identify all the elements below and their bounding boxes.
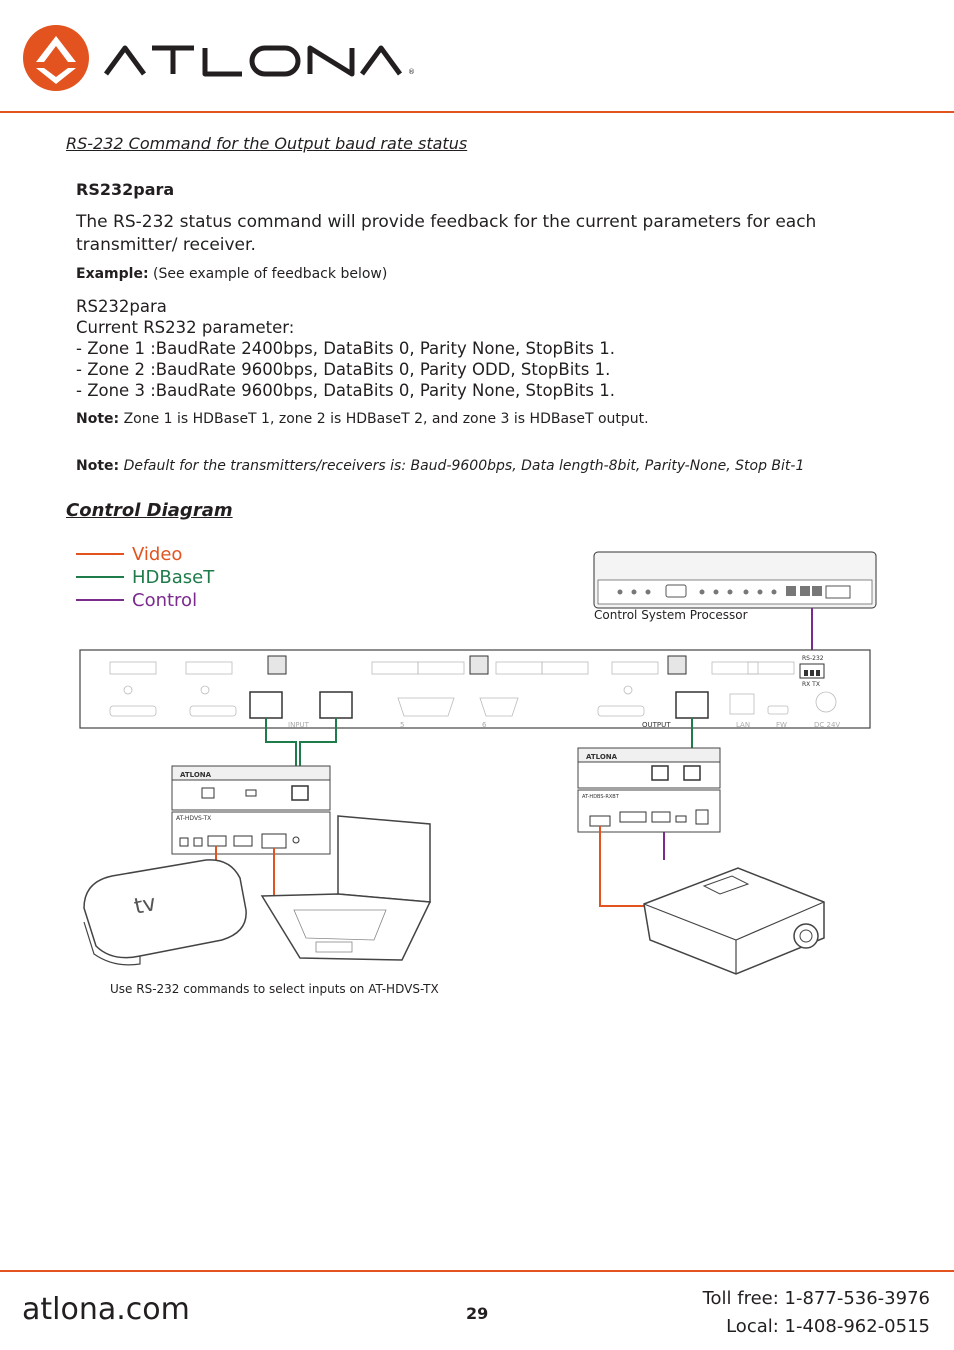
svg-text:tv: tv bbox=[132, 891, 158, 920]
control-processor-label: Control System Processor bbox=[594, 608, 748, 622]
control-processor-device bbox=[593, 551, 877, 609]
legend-control: Control bbox=[76, 589, 197, 611]
feedback-line: - Zone 1 :BaudRate 2400bps, DataBits 0, … bbox=[76, 339, 615, 358]
feedback-line: - Zone 3 :BaudRate 9600bps, DataBits 0, … bbox=[76, 381, 615, 400]
header-rule bbox=[0, 111, 954, 113]
zone-note: Note: Zone 1 is HDBaseT 1, zone 2 is HDB… bbox=[76, 411, 649, 427]
input6-label: 6 bbox=[482, 721, 487, 729]
feedback-block: RS232para Current RS232 parameter: - Zon… bbox=[76, 296, 615, 401]
footer-rule bbox=[0, 1270, 954, 1272]
default-note: Note: Default for the transmitters/recei… bbox=[76, 458, 804, 474]
svg-text:ATLONA: ATLONA bbox=[586, 753, 618, 761]
control-diagram: RS-232 RX TX INPUT 5 6 OUTPUT LAN FW DC … bbox=[79, 551, 877, 975]
legend-label: HDBaseT bbox=[132, 566, 215, 588]
local-number: Local: 1-408-962-0515 bbox=[726, 1316, 930, 1337]
page-number: 29 bbox=[466, 1304, 489, 1323]
transmitter-device: ATLONA AT-HDVS-TX bbox=[171, 765, 331, 855]
switcher-device: RS-232 RX TX INPUT 5 6 OUTPUT LAN FW DC … bbox=[79, 649, 871, 729]
example-label: Example: bbox=[76, 266, 149, 282]
fw-label: FW bbox=[776, 721, 787, 729]
note-label: Note: bbox=[76, 458, 120, 474]
apple-tv-device: tv bbox=[83, 859, 247, 966]
legend-hdbaset: HDBaseT bbox=[76, 566, 214, 588]
feedback-line: - Zone 2 :BaudRate 9600bps, DataBits 0, … bbox=[76, 360, 611, 379]
svg-text:®: ® bbox=[408, 68, 415, 76]
usage-note: Use RS-232 commands to select inputs on … bbox=[110, 982, 439, 996]
feedback-line: RS232para bbox=[76, 297, 167, 316]
toll-free-number: Toll free: 1-877-536-3976 bbox=[702, 1288, 930, 1309]
receiver-device: ATLONA AT-HDBS-RXBT bbox=[577, 747, 721, 833]
lan-label: LAN bbox=[736, 721, 750, 729]
receiver-label: AT-HDBS-RXBT bbox=[582, 794, 620, 800]
command-description: The RS-232 status command will provide f… bbox=[76, 212, 817, 255]
example-line: Example: (See example of feedback below) bbox=[76, 266, 387, 282]
legend-line bbox=[76, 599, 124, 601]
note-label: Note: bbox=[76, 411, 120, 427]
diagram-title: Control Diagram bbox=[66, 500, 233, 521]
rx-tx-label: RX TX bbox=[802, 681, 820, 688]
rs232-port-label: RS-232 bbox=[802, 655, 824, 662]
transmitter-label: AT-HDVS-TX bbox=[176, 815, 211, 822]
input5-label: 5 bbox=[400, 721, 404, 729]
command-name: RS232para bbox=[76, 180, 175, 199]
note-text: Zone 1 is HDBaseT 1, zone 2 is HDBaseT 2… bbox=[119, 411, 649, 427]
legend-label: Video bbox=[132, 543, 183, 565]
atlona-logo: ® bbox=[23, 25, 415, 91]
section-title: RS-232 Command for the Output baud rate … bbox=[66, 134, 468, 153]
feedback-line: Current RS232 parameter: bbox=[76, 318, 295, 337]
legend-line bbox=[76, 576, 124, 578]
legend-label: Control bbox=[132, 589, 198, 611]
svg-text:ATLONA: ATLONA bbox=[180, 771, 212, 779]
projector-device bbox=[643, 867, 825, 975]
input-label: INPUT bbox=[288, 721, 310, 729]
legend-video: Video bbox=[76, 543, 182, 565]
dc-label: DC 24V bbox=[814, 721, 840, 729]
legend-line bbox=[76, 553, 124, 555]
laptop-device bbox=[260, 815, 432, 961]
footer-site: atlona.com bbox=[22, 1292, 190, 1327]
example-text: (See example of feedback below) bbox=[148, 266, 388, 282]
output-label: OUTPUT bbox=[642, 721, 671, 729]
note-text: Default for the transmitters/receivers i… bbox=[119, 458, 805, 474]
